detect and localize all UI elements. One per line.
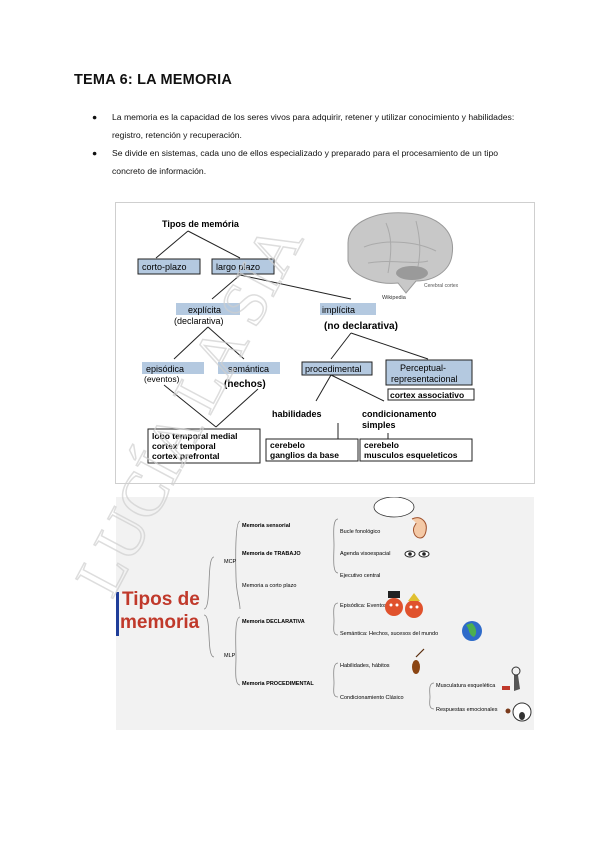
mindmap-title-line1: Tipos de bbox=[122, 589, 200, 610]
tree-root-label: Tipos de memória bbox=[162, 219, 240, 229]
simples-label: simples bbox=[362, 420, 396, 430]
memoria-declarativa-label: Memoria DECLARATIVA bbox=[242, 619, 305, 625]
mlp-label: MLP bbox=[224, 653, 236, 659]
semantica-label: semántica bbox=[228, 364, 269, 374]
implicita-label: implícita bbox=[322, 305, 355, 315]
lobo-temporal-label: lobo temporal medial bbox=[152, 431, 238, 441]
no-declarativa-label: (no declarativa) bbox=[324, 321, 398, 332]
page-title: TEMA 6: LA MEMORIA bbox=[74, 72, 232, 88]
hechos-label: (hechos) bbox=[224, 379, 266, 390]
episodica-label: episódica bbox=[146, 364, 184, 374]
bullet-text: Se divide en sistemas, cada uno de ellos… bbox=[112, 148, 499, 176]
memoria-corto-plazo-label: Memoria a corto plazo bbox=[242, 583, 296, 589]
procedimental-label: procedimental bbox=[305, 364, 362, 374]
violin-icon bbox=[412, 648, 425, 674]
episodica-label: Episódica: Eventos bbox=[340, 603, 387, 609]
ear-speech-icon bbox=[373, 497, 427, 539]
screaming-face-icon bbox=[505, 702, 532, 722]
corto-plazo-label: corto-plazo bbox=[142, 262, 187, 272]
eyes-icon bbox=[404, 550, 430, 558]
memoria-trabajo-label: Memoria de TRABAJO bbox=[242, 551, 301, 557]
respuestas-label: Respuestas emocionales bbox=[436, 707, 498, 713]
bucle-fonologico-label: Bucle fonológico bbox=[340, 529, 380, 535]
cerebelo-b-label: cerebelo bbox=[364, 440, 399, 450]
bullet-icon: ● bbox=[92, 148, 98, 158]
bullet-icon: ● bbox=[92, 112, 98, 122]
bullet-item: ● La memoria es la capacidad de los sere… bbox=[92, 108, 532, 144]
cortex-prefrontal-label: cortex prefrontal bbox=[152, 451, 220, 461]
largo-plazo-label: largo plazo bbox=[216, 262, 260, 272]
musculos-label: musculos esqueleticos bbox=[364, 450, 458, 460]
musculatura-label: Musculatura esquelética bbox=[436, 683, 496, 689]
cortex-asociativo-label: cortex associativo bbox=[390, 390, 464, 400]
mcp-label: MCP bbox=[224, 559, 237, 565]
brain-caption: Cerebral cortex bbox=[424, 283, 459, 289]
memory-mindmap-figure: Tipos de memoria MCP MLP Memoria sensori… bbox=[116, 497, 534, 730]
condicionamiento-label: Condicionamiento Clásico bbox=[340, 695, 404, 701]
habilidades-label: habilidades bbox=[272, 409, 322, 419]
bullet-text: La memoria es la capacidad de los seres … bbox=[112, 112, 515, 140]
muscle-figure-icon bbox=[502, 666, 521, 691]
condicionamiento-label: condicionamento bbox=[362, 409, 437, 419]
wikipedia-caption: Wikipedia bbox=[382, 295, 407, 301]
declarativa-label: (declarativa) bbox=[174, 316, 224, 326]
memory-tree-figure: Tipos de memória corto-plazo largo plazo… bbox=[115, 202, 535, 484]
memoria-procedimental-label: Memoria PROCEDIMENTAL bbox=[242, 681, 314, 687]
globe-icon bbox=[462, 621, 482, 641]
cerebelo-label: cerebelo bbox=[270, 440, 305, 450]
brain-illustration bbox=[347, 212, 454, 294]
habilidades-label: Habilidades, hábitos bbox=[340, 663, 390, 669]
bullet-item: ● Se divide en sistemas, cada uno de ell… bbox=[92, 144, 532, 180]
ejecutivo-central-label: Ejecutivo central bbox=[340, 573, 380, 579]
representacional-label: representacional bbox=[391, 374, 458, 384]
cortex-temporal-label: cortex temporal bbox=[152, 441, 216, 451]
agenda-visoespacial-label: Agenda visoespacial bbox=[340, 551, 390, 557]
semantica-label: Semántica: Hechos, sucesos del mundo bbox=[340, 631, 438, 637]
memory-mindmap-diagram: Tipos de memoria MCP MLP Memoria sensori… bbox=[116, 497, 532, 722]
memory-tree-diagram: Tipos de memória corto-plazo largo plazo… bbox=[137, 212, 475, 464]
eventos-label: (eventos) bbox=[144, 374, 180, 384]
explicita-label: explícita bbox=[188, 305, 221, 315]
cartoon-couple-icon bbox=[385, 591, 423, 618]
bullet-list: ● La memoria es la capacidad de los sere… bbox=[92, 108, 532, 180]
memoria-sensorial-label: Memoria sensorial bbox=[242, 523, 291, 529]
perceptual-label: Perceptual- bbox=[400, 363, 446, 373]
ganglios-label: ganglios da base bbox=[270, 450, 339, 460]
mindmap-title-line2: memoria bbox=[120, 612, 200, 633]
